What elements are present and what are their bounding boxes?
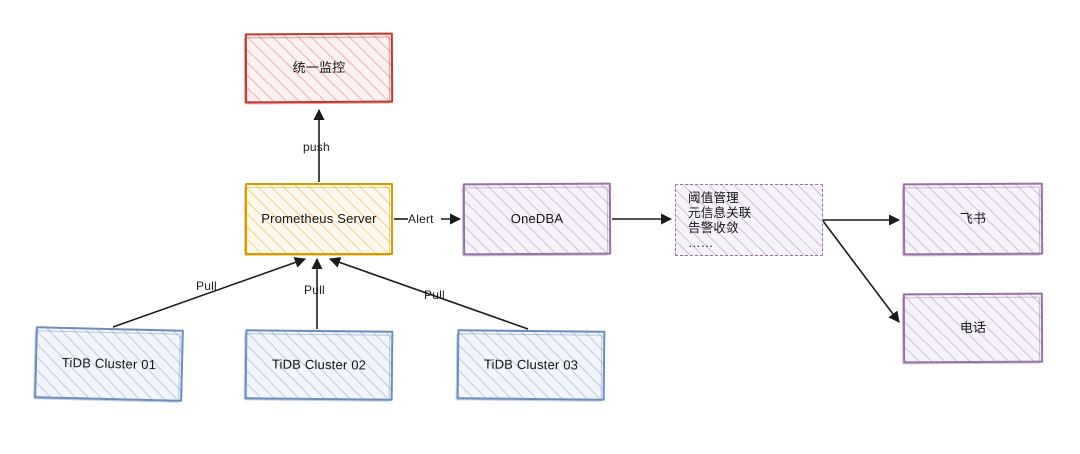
node-label-unified-monitoring: 统一监控 (292, 59, 346, 75)
edge-label-push: push (303, 140, 330, 154)
edge-label-pull-02: Pull (304, 283, 325, 297)
node-label-onedba: OneDBA (510, 210, 564, 226)
node-label-alert-processing: 阈值管理 元信息关联 告警收敛 …… (688, 190, 752, 251)
node-label-prometheus-server: Prometheus Server (261, 210, 377, 226)
edge-alert-processing-to-phone (822, 220, 900, 323)
node-label-tidb-cluster-02: TiDB Cluster 02 (271, 356, 367, 373)
node-tidb-cluster-03[interactable]: TiDB Cluster 03 (456, 329, 606, 401)
node-label-feishu: 飞书 (959, 210, 987, 226)
edge-label-alert: Alert (408, 212, 434, 226)
node-tidb-cluster-01[interactable]: TiDB Cluster 01 (34, 326, 184, 402)
node-phone[interactable]: 电话 (902, 292, 1044, 364)
node-label-tidb-cluster-01: TiDB Cluster 01 (61, 354, 157, 372)
node-tidb-cluster-02[interactable]: TiDB Cluster 02 (244, 329, 394, 401)
node-alert-processing[interactable]: 阈值管理 元信息关联 告警收敛 …… (675, 184, 823, 256)
node-unified-monitoring[interactable]: 统一监控 (244, 32, 394, 104)
node-feishu[interactable]: 飞书 (902, 182, 1044, 256)
node-label-tidb-cluster-03: TiDB Cluster 03 (483, 356, 579, 373)
node-onedba[interactable]: OneDBA (462, 182, 612, 256)
edge-label-pull-03: Pull (424, 288, 445, 302)
edge-label-pull-01: Pull (196, 279, 217, 293)
edge-cluster01-to-prometheus (112, 257, 307, 328)
node-prometheus-server[interactable]: Prometheus Server (244, 183, 393, 256)
node-label-phone: 电话 (959, 319, 987, 335)
